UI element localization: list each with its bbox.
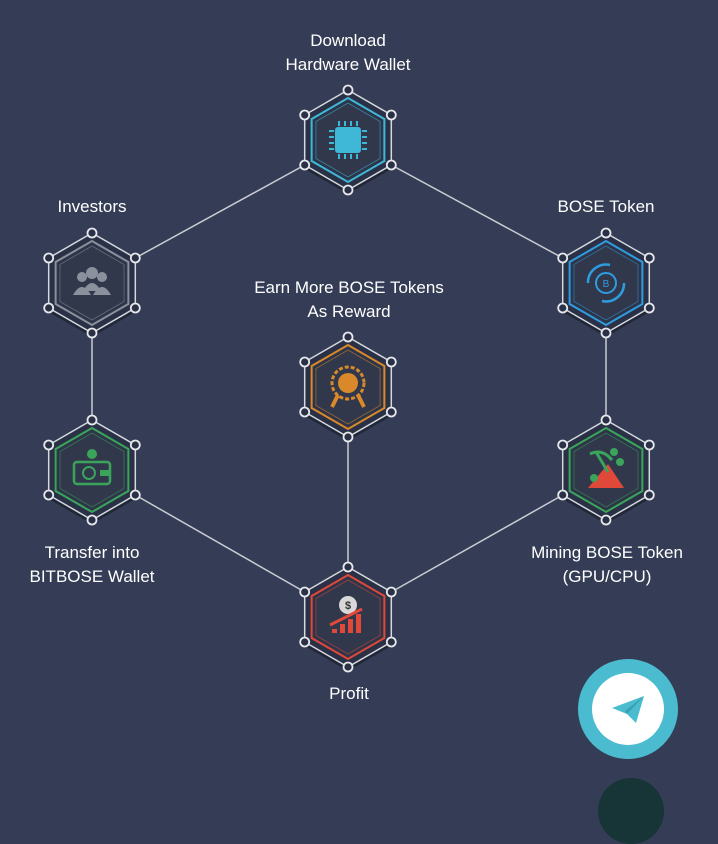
- connector-line: [390, 494, 564, 593]
- node-vertex: [299, 636, 311, 648]
- reward-badge-icon: [330, 365, 366, 408]
- node-bose-token: B: [557, 227, 655, 339]
- node-vertex: [600, 227, 612, 239]
- connector-line: [134, 494, 306, 593]
- node-vertex: [129, 302, 141, 314]
- chat-button[interactable]: [598, 778, 664, 844]
- telegram-icon: [592, 673, 664, 745]
- users-icon: [73, 267, 111, 295]
- node-investors: [43, 227, 141, 339]
- node-download: [299, 84, 397, 196]
- node-vertex: [342, 661, 354, 673]
- node-vertex: [342, 184, 354, 196]
- node-vertex: [86, 414, 98, 426]
- node-vertex: [385, 406, 397, 418]
- label-mining: Mining BOSE Token(GPU/CPU): [531, 543, 683, 586]
- node-vertex: [643, 439, 655, 451]
- mining-icon: [588, 448, 624, 488]
- chip-icon: [329, 121, 367, 159]
- node-vertex: [643, 489, 655, 501]
- token-cycle-icon: B: [586, 263, 626, 303]
- node-vertex: [299, 159, 311, 171]
- node-vertex: [385, 109, 397, 121]
- connector-line: [390, 164, 564, 259]
- node-vertex: [385, 636, 397, 648]
- label-investors: Investors: [57, 197, 127, 216]
- node-vertex: [299, 406, 311, 418]
- label-bose-token: BOSE Token: [557, 197, 655, 216]
- node-vertex: [385, 356, 397, 368]
- node-vertex: [129, 252, 141, 264]
- node-vertex: [342, 561, 354, 573]
- node-vertex: [557, 302, 569, 314]
- node-vertex: [342, 331, 354, 343]
- node-mining: [557, 414, 655, 526]
- node-vertex: [129, 439, 141, 451]
- node-vertex: [86, 327, 98, 339]
- node-vertex: [557, 489, 569, 501]
- node-vertex: [600, 414, 612, 426]
- label-profit: Profit: [329, 684, 369, 703]
- node-vertex: [557, 439, 569, 451]
- node-vertex: [86, 227, 98, 239]
- svg-text:B: B: [603, 279, 610, 290]
- node-vertex: [299, 109, 311, 121]
- profit-chart-icon: $: [329, 596, 363, 633]
- node-vertex: [600, 514, 612, 526]
- node-vertex: [43, 252, 55, 264]
- node-vertex: [643, 252, 655, 264]
- node-vertex: [129, 489, 141, 501]
- node-vertex: [86, 514, 98, 526]
- node-vertex: [43, 489, 55, 501]
- node-vertex: [299, 586, 311, 598]
- node-vertex: [385, 159, 397, 171]
- telegram-button[interactable]: [578, 659, 678, 759]
- node-vertex: [557, 252, 569, 264]
- node-vertex: [43, 302, 55, 314]
- connector-line: [134, 164, 306, 259]
- node-vertex: [385, 586, 397, 598]
- node-vertex: [600, 327, 612, 339]
- process-diagram: B$: [43, 84, 655, 673]
- node-vertex: [43, 439, 55, 451]
- node-profit: $: [299, 561, 397, 673]
- node-vertex: [299, 356, 311, 368]
- node-vertex: [643, 302, 655, 314]
- svg-text:$: $: [345, 600, 351, 612]
- node-earn: [299, 331, 397, 443]
- wallet-icon: [72, 449, 112, 486]
- node-transfer: [43, 414, 141, 526]
- node-vertex: [342, 431, 354, 443]
- node-vertex: [342, 84, 354, 96]
